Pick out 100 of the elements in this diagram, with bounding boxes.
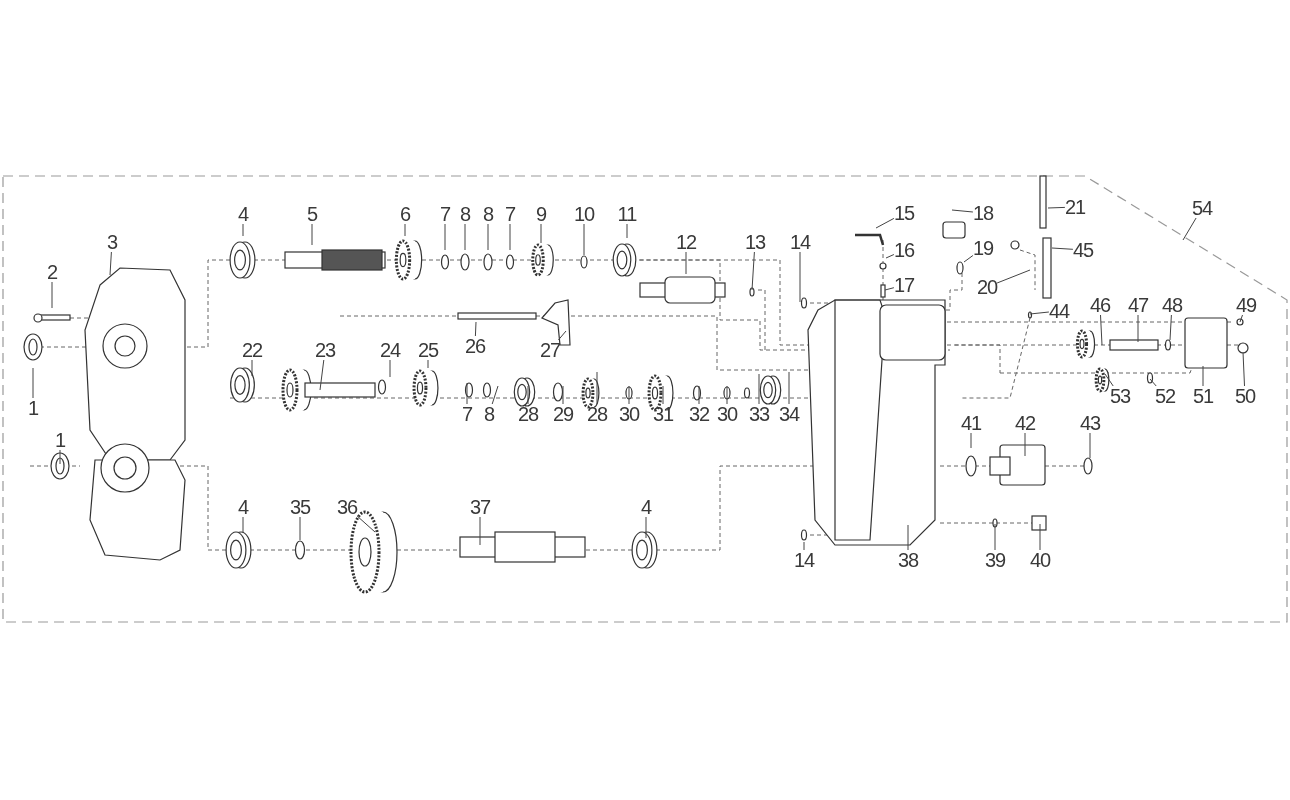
- callout-number: 29: [552, 404, 574, 424]
- callout-number: 36: [336, 497, 358, 517]
- callout-number: 43: [1079, 413, 1101, 433]
- leader-line: [1029, 311, 1050, 315]
- callout-number: 19: [972, 238, 994, 258]
- callout-number: 50: [1234, 386, 1256, 406]
- leader-line: [884, 287, 895, 291]
- callout-number: 6: [399, 204, 411, 224]
- callout-number: 9: [535, 204, 547, 224]
- callout-number: 10: [573, 204, 595, 224]
- leader-line: [1024, 432, 1026, 457]
- leader-line: [907, 524, 909, 551]
- leader-line: [464, 223, 466, 251]
- leader-line: [645, 516, 647, 539]
- leader-line: [109, 251, 112, 276]
- callout-number: 38: [897, 550, 919, 570]
- leader-line: [1239, 314, 1243, 323]
- leader-line: [1169, 314, 1172, 341]
- leader-line: [1100, 314, 1103, 346]
- leader-line: [803, 541, 805, 551]
- callout-number: 31: [652, 404, 674, 424]
- callout-number: 23: [314, 340, 336, 360]
- callout-number: 7: [439, 204, 451, 224]
- callout-number: 8: [459, 204, 471, 224]
- callout-number: 17: [893, 275, 915, 295]
- leader-line: [404, 223, 406, 237]
- leader-line: [685, 251, 687, 275]
- callout-number: 22: [241, 340, 263, 360]
- callout-number: 26: [464, 336, 486, 356]
- leader-line: [885, 254, 895, 259]
- callout-number: 37: [469, 497, 491, 517]
- leader-line: [389, 359, 391, 378]
- callout-number: 42: [1014, 413, 1036, 433]
- callout-number: 4: [237, 204, 249, 224]
- callout-number: 8: [483, 404, 495, 424]
- leader-line: [32, 367, 34, 399]
- callout-number: 28: [586, 404, 608, 424]
- callout-number: 24: [379, 340, 401, 360]
- leader-line: [1104, 373, 1114, 387]
- callout-number: 30: [618, 404, 640, 424]
- leader-line: [509, 223, 511, 251]
- leader-line: [527, 385, 529, 405]
- callout-number: 35: [289, 497, 311, 517]
- callout-number: 1: [54, 430, 66, 450]
- leader-line: [444, 223, 446, 251]
- leader-line: [726, 385, 728, 405]
- callout-number: 20: [976, 277, 998, 297]
- leader-line: [1039, 523, 1041, 551]
- leader-line: [751, 251, 755, 291]
- leader-line: [996, 269, 1031, 284]
- callout-number: 21: [1064, 197, 1086, 217]
- leader-line: [1242, 351, 1245, 387]
- callout-number: 4: [237, 497, 249, 517]
- leader-line: [1149, 378, 1157, 387]
- leader-line: [799, 251, 801, 303]
- leader-line: [596, 371, 598, 405]
- callout-number: 18: [972, 203, 994, 223]
- callout-number: 13: [744, 232, 766, 252]
- leader-line: [1137, 314, 1139, 343]
- leader-line: [59, 449, 61, 465]
- callout-number: 2: [46, 262, 58, 282]
- leader-line: [491, 385, 499, 405]
- callout-number: 7: [461, 404, 473, 424]
- leader-line: [1047, 206, 1066, 209]
- leader-line: [994, 523, 996, 551]
- callout-number: 30: [716, 404, 738, 424]
- callout-number: 47: [1127, 295, 1149, 315]
- leader-line: [427, 359, 429, 369]
- callout-number: 14: [789, 232, 811, 252]
- callout-number: 4: [640, 497, 652, 517]
- callout-number: 16: [893, 240, 915, 260]
- leader-line: [758, 373, 760, 405]
- callout-number: 12: [675, 232, 697, 252]
- callout-number: 51: [1192, 386, 1214, 406]
- callout-number: 49: [1235, 295, 1257, 315]
- callout-number: 1: [27, 398, 39, 418]
- leader-line: [487, 223, 489, 251]
- leader-line: [963, 255, 974, 263]
- callout-number: 34: [778, 404, 800, 424]
- callout-number: 8: [482, 204, 494, 224]
- callout-number: 53: [1109, 386, 1131, 406]
- leader-line: [319, 359, 325, 391]
- leader-line: [951, 209, 974, 213]
- callout-number: 52: [1154, 386, 1176, 406]
- callout-number: 14: [793, 550, 815, 570]
- callout-number: 40: [1029, 550, 1051, 570]
- leader-line: [356, 515, 376, 533]
- leader-line: [311, 223, 313, 246]
- callout-number: 7: [504, 204, 516, 224]
- leader-line: [788, 371, 790, 405]
- callout-number: 27: [539, 340, 561, 360]
- leader-line: [474, 321, 477, 337]
- leader-line: [698, 385, 700, 405]
- leader-line: [299, 516, 301, 541]
- callout-number: 45: [1072, 240, 1094, 260]
- callout-number: 5: [306, 204, 318, 224]
- leader-line: [583, 223, 585, 256]
- callout-number: 44: [1048, 301, 1070, 321]
- leader-line: [562, 385, 564, 405]
- callout-number: 48: [1161, 295, 1183, 315]
